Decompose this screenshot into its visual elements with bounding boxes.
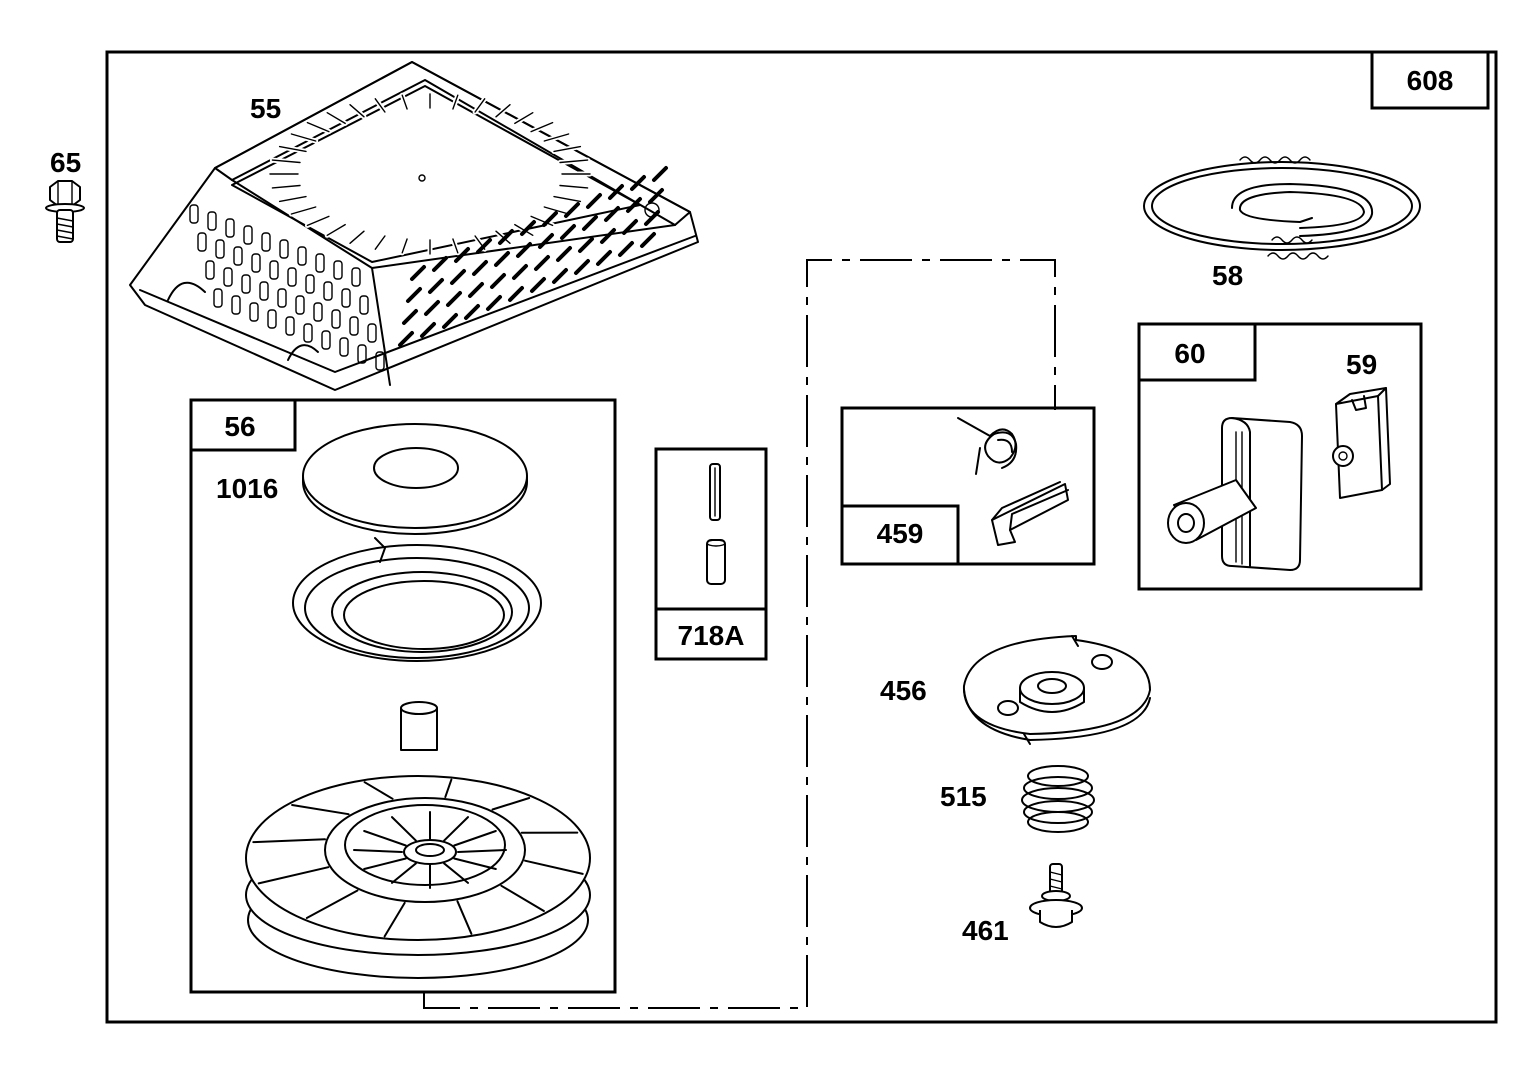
handle-kit-box: 60 [1137,322,1423,591]
shoulder-screw-icon [1029,863,1083,928]
rope-clip-icon [1332,387,1391,499]
part-label-459: 459 [877,518,924,549]
pin-kit-box: 718A [654,447,768,661]
coil-spring-icon [1021,765,1095,833]
starter-housing-icon [129,61,699,391]
pin-icon [706,463,726,585]
part-label-718a: 718A [678,620,745,651]
retainer-plate-icon [962,635,1151,745]
bushing-icon [400,701,438,751]
hex-bolt-icon [45,180,85,243]
part-label-65: 65 [50,147,81,178]
part-label-55: 55 [250,93,281,124]
part-label-456: 456 [880,675,927,706]
part-label-59: 59 [1346,349,1377,380]
kit-number-box: 608 [1370,50,1490,110]
starter-handle-icon [1167,417,1303,571]
spring-pawl-kit-box: 459 [840,406,1096,566]
recoil-kit-box: 56 [189,398,617,994]
part-label-56: 56 [224,411,255,442]
starter-rope-icon [1143,156,1421,260]
recoil-spring-icon [292,537,542,662]
part-label-60: 60 [1174,338,1205,369]
diagram-frame [105,50,1498,1024]
part-label-461: 461 [962,915,1009,946]
pawl-icon [991,481,1069,546]
kit-leader-line [423,259,1056,1009]
part-label-1016: 1016 [216,473,278,504]
part-label-58: 58 [1212,260,1243,291]
part-label-515: 515 [940,781,987,812]
kit-number-label: 608 [1407,65,1454,96]
starter-pulley-icon [245,775,591,979]
torsion-spring-icon [957,417,1018,475]
washer-icon [302,423,528,535]
